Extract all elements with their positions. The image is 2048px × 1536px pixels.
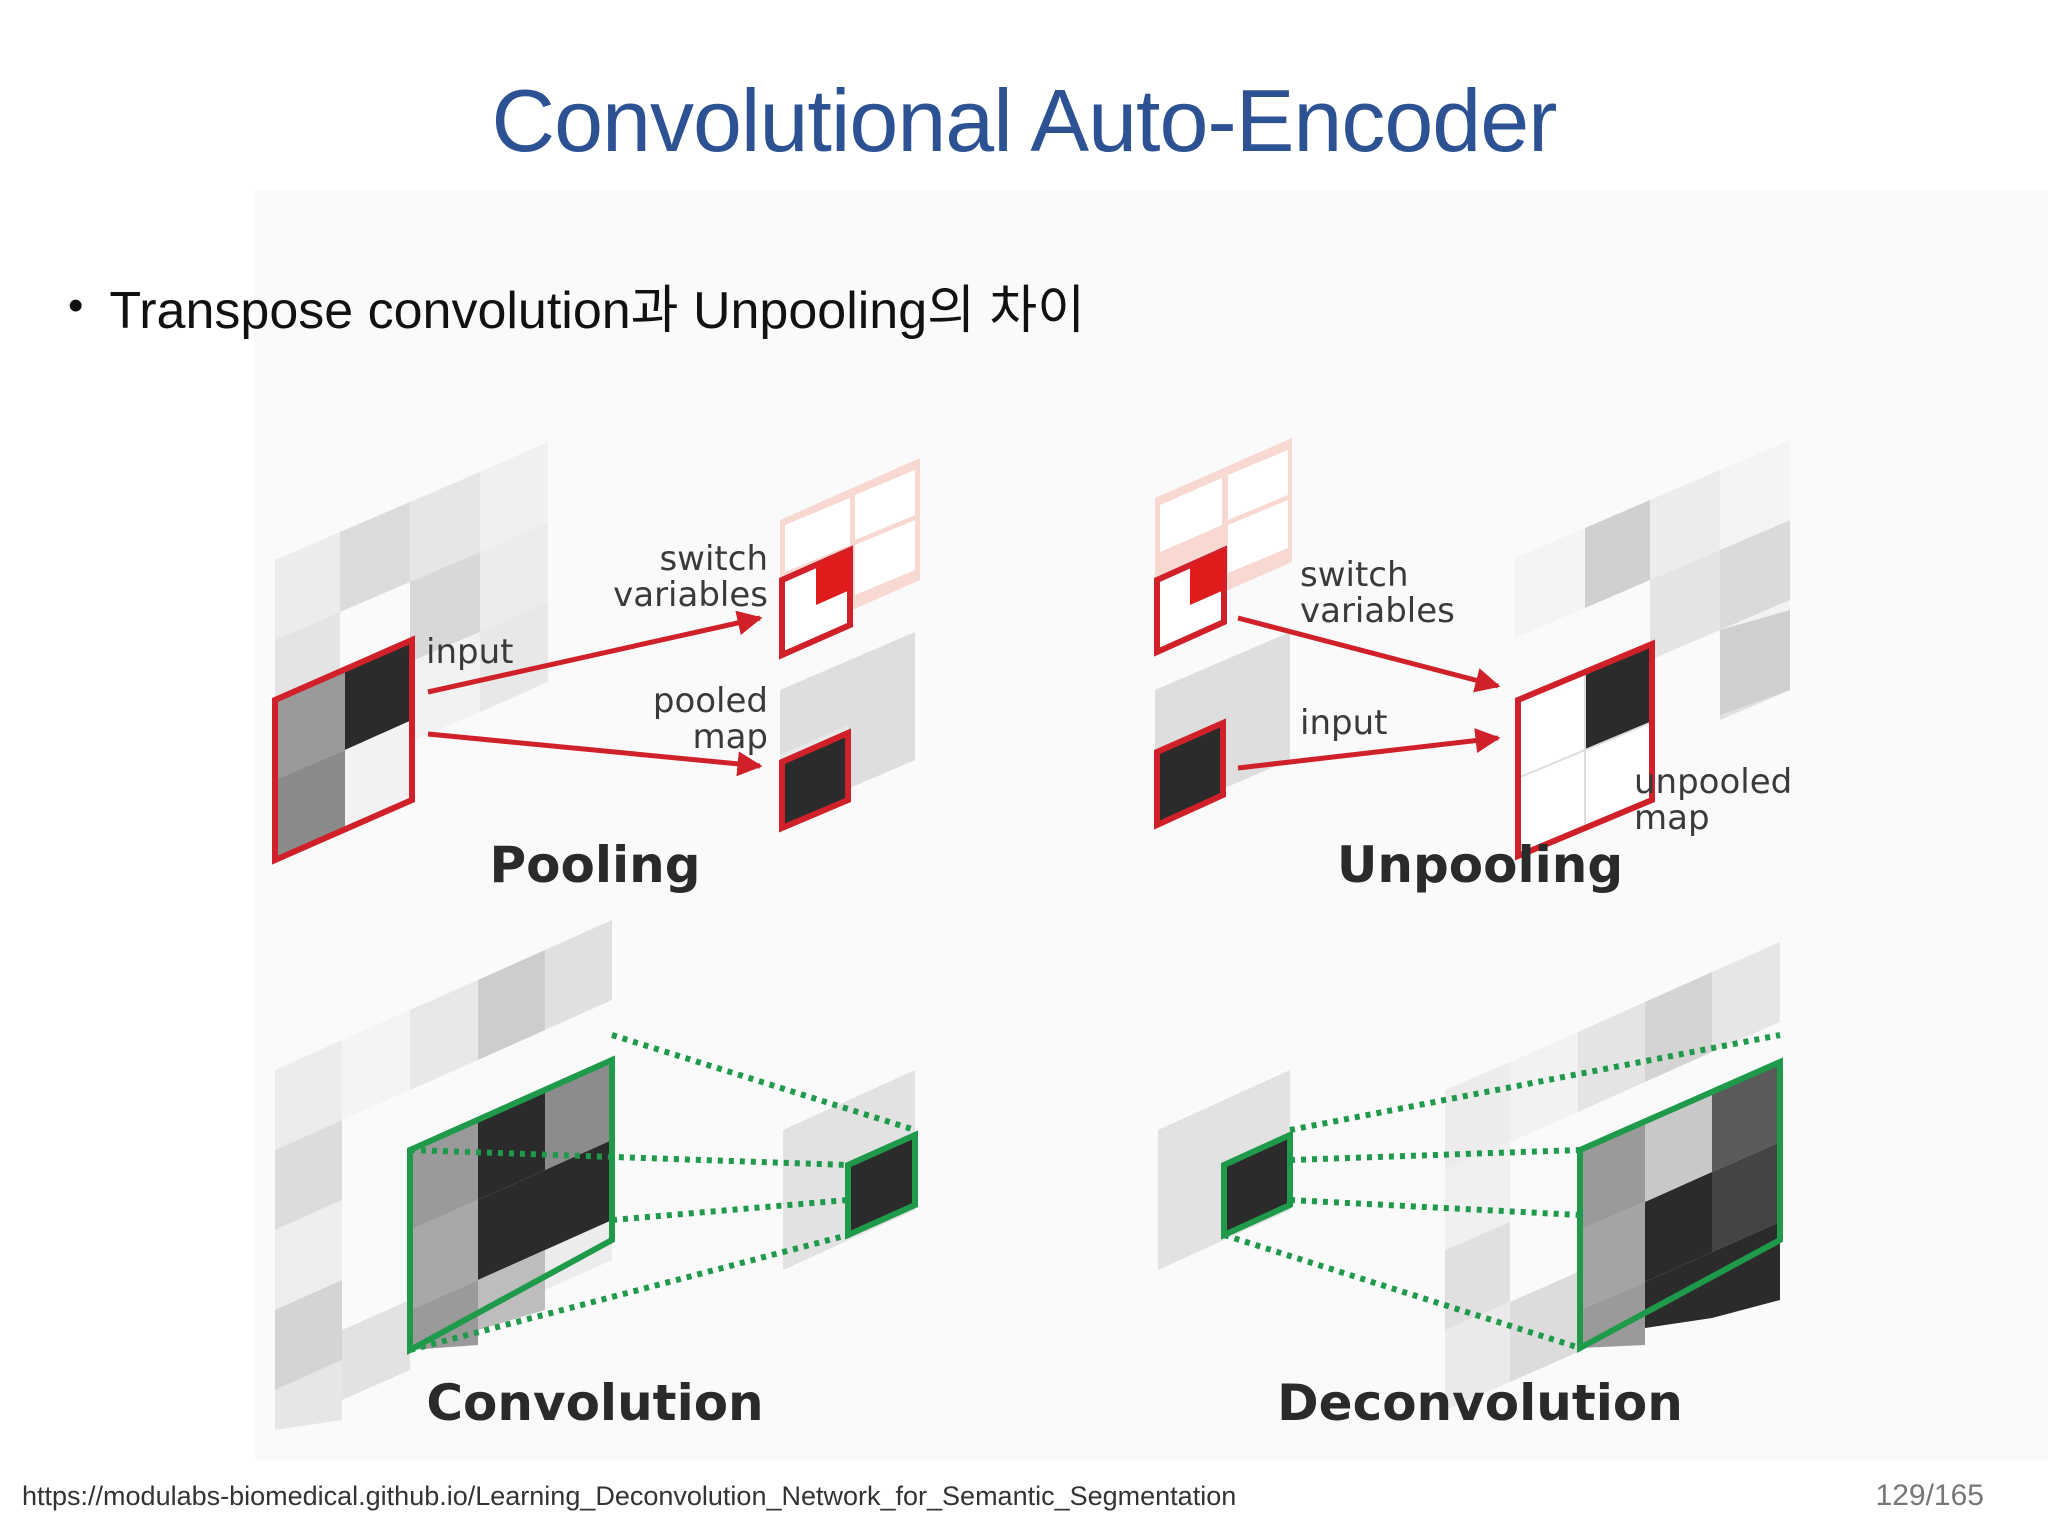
- bullet-dot: •: [68, 280, 84, 330]
- deconv-input-cell: [1221, 1130, 1293, 1240]
- unpool-switch-label-1: switch: [1300, 555, 1409, 595]
- pooling-panel: input switch variables pooled map Poolin…: [272, 442, 920, 894]
- unpooling-panel: switch variables input unpooled map Unpo…: [1154, 438, 1792, 894]
- convolution-title: Convolution: [426, 1374, 763, 1432]
- unpool-arrow-input: [1237, 728, 1501, 771]
- unpooling-title: Unpooling: [1337, 836, 1623, 894]
- conv-input-grid: [275, 920, 612, 1430]
- slide-title: Convolutional Auto-Encoder: [491, 71, 1558, 170]
- source-link[interactable]: https://modulabs-biomedical.github.io/Le…: [22, 1481, 1237, 1511]
- page-number: 129/165: [1875, 1479, 1984, 1512]
- pooled-map-label-2: map: [692, 717, 768, 757]
- pooling-input-label: input: [426, 632, 513, 672]
- conv-projection-lines: [409, 1032, 916, 1353]
- bullet-text: Transpose convolution과 Unpooling의 차이: [109, 282, 1086, 340]
- unpool-arrow-switch: [1237, 615, 1501, 693]
- unpool-switch-window: [1154, 545, 1227, 657]
- unpool-input-cell: [1154, 718, 1226, 830]
- pooling-switch-label-1: switch: [659, 539, 768, 579]
- pooled-map-label-1: pooled: [653, 681, 768, 721]
- unpooled-map-window: [1515, 639, 1655, 861]
- bullet-item: • Transpose convolution과 Unpooling의 차이: [68, 268, 1085, 343]
- pooling-title: Pooling: [489, 836, 700, 894]
- conv-window: [407, 1055, 615, 1356]
- deconv-projection-lines: [1223, 1032, 1781, 1351]
- pooling-input-window: [272, 635, 415, 865]
- deconv-output-grid: [1445, 942, 1780, 1410]
- arrow-to-pooled: [427, 731, 763, 777]
- conv-output-cell: [845, 1130, 918, 1240]
- deconv-output-window: [1577, 1057, 1783, 1354]
- unpooled-map-label-2: map: [1634, 798, 1710, 838]
- arrow-to-switch: [427, 610, 763, 695]
- switch-variables-window: [779, 545, 853, 660]
- unpool-input-label: input: [1300, 703, 1387, 743]
- unpooled-map-grid: [1515, 440, 1790, 720]
- pooled-map-cell: [779, 728, 851, 833]
- pooling-switch-label-2: variables: [613, 575, 768, 615]
- unpooled-map-label-1: unpooled: [1634, 762, 1792, 802]
- unpool-switch-label-2: variables: [1300, 591, 1455, 631]
- deconvolution-title: Deconvolution: [1277, 1374, 1683, 1432]
- deconvolution-panel: Deconvolution: [1158, 942, 1783, 1432]
- convolution-panel: Convolution: [275, 920, 918, 1432]
